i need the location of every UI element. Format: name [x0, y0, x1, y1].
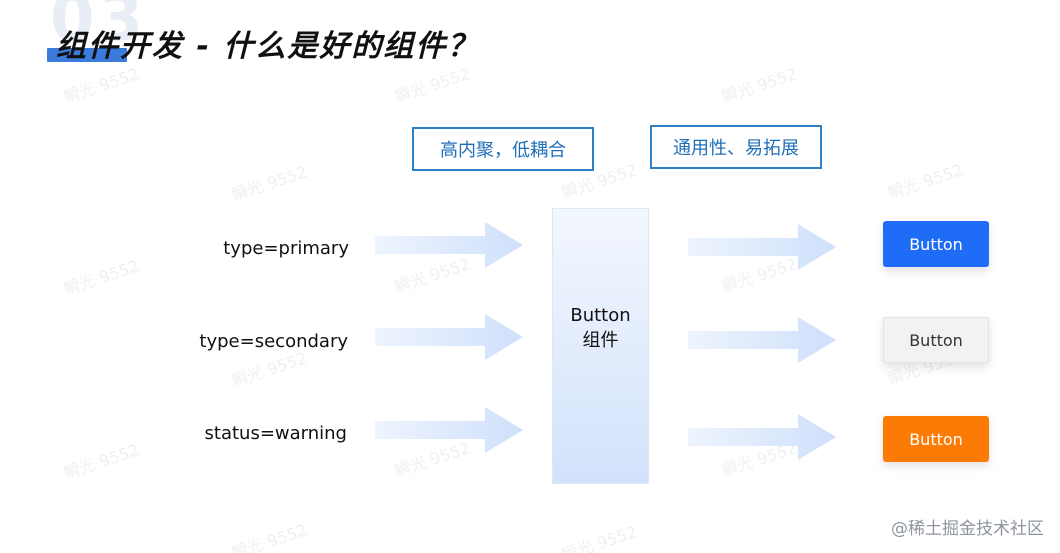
watermark: 瞬光 9552 — [61, 64, 142, 107]
input-prop-status-warning: status=warning — [204, 423, 347, 444]
arrow-right-icon — [688, 222, 838, 272]
input-prop-type-secondary: type=secondary — [199, 331, 348, 352]
arrow-right-icon — [688, 412, 838, 462]
title-accent-bar — [47, 48, 127, 62]
feature-box-extensibility: 通用性、易拓展 — [650, 125, 822, 169]
footer-watermark: @稀土掘金技术社区 — [891, 519, 1044, 539]
watermark: 瞬光 9552 — [885, 160, 966, 203]
feature-box-cohesion: 高内聚，低耦合 — [412, 127, 594, 171]
page-title: 组件开发 - 什么是好的组件？ — [56, 29, 480, 64]
watermark: 瞬光 9552 — [392, 64, 473, 107]
component-label-line1: Button — [570, 305, 631, 326]
watermark: 瞬光 9552 — [229, 520, 310, 553]
arrow-right-icon — [688, 315, 838, 365]
watermark: 瞬光 9552 — [559, 522, 640, 553]
component-label: Button 组件 — [553, 303, 648, 353]
arrow-right-icon — [375, 405, 525, 455]
watermark: 瞬光 9552 — [61, 256, 142, 299]
watermark: 瞬光 9552 — [719, 64, 800, 107]
arrow-right-icon — [375, 312, 525, 362]
primary-button[interactable]: Button — [883, 221, 989, 267]
arrow-right-icon — [375, 220, 525, 270]
component-label-line2: 组件 — [582, 330, 619, 351]
secondary-button[interactable]: Button — [883, 317, 989, 363]
input-prop-type-primary: type=primary — [223, 238, 349, 259]
warning-button[interactable]: Button — [883, 416, 989, 462]
watermark: 瞬光 9552 — [229, 162, 310, 205]
background-numeral: 03 — [50, 0, 148, 56]
button-component-box: Button 组件 — [552, 208, 649, 484]
